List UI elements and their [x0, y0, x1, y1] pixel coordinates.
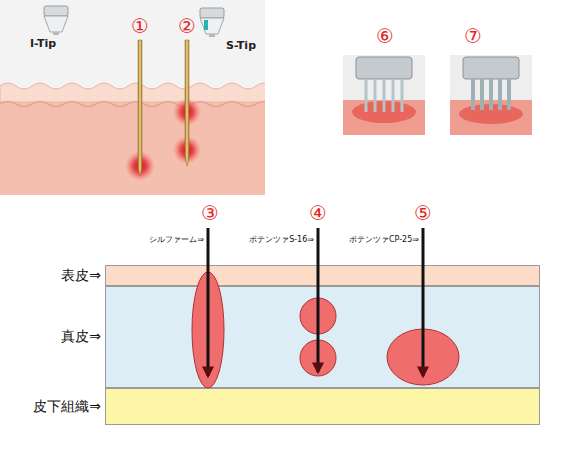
- heat-zone: [192, 272, 224, 388]
- tip-panel: [0, 0, 265, 195]
- tip-photo: [450, 55, 532, 135]
- heat-zone: [300, 340, 336, 376]
- callout-number: ②: [178, 16, 196, 36]
- i-tip-icon: [44, 6, 68, 35]
- micro-needle: [480, 79, 484, 110]
- heat-glow: [173, 98, 201, 126]
- tip-cap: [44, 6, 68, 16]
- photo-glow: [459, 104, 523, 124]
- tip-cap: [200, 8, 224, 18]
- heat-zone: [387, 329, 459, 385]
- needle-arrow: [422, 228, 425, 376]
- tip-body: [44, 16, 68, 32]
- heat-glow: [173, 136, 201, 164]
- photo-background: [450, 55, 532, 135]
- micro-needle: [489, 79, 493, 110]
- layer-name: 皮下組織⇒: [33, 398, 101, 416]
- photo-glow: [352, 101, 416, 123]
- micro-needle: [507, 79, 511, 110]
- tip-end: [209, 34, 215, 37]
- dermis-illustration: [0, 92, 265, 195]
- epidermis-illustration: [0, 83, 265, 102]
- tip-end: [53, 32, 59, 35]
- skin-layer-band: 皮下組織⇒: [105, 388, 540, 425]
- s-tip-icon: [200, 8, 224, 37]
- heat-zone: [300, 298, 336, 334]
- callout-number: ⑤: [414, 203, 432, 223]
- tip-name: I-Tip: [30, 38, 56, 49]
- micro-needle: [392, 79, 395, 112]
- layer-name: 表皮⇒: [61, 267, 101, 285]
- needle: [185, 40, 189, 166]
- micro-needle: [365, 79, 368, 112]
- photo-skin: [343, 100, 425, 135]
- callout-number: ③: [201, 203, 219, 223]
- micro-needle: [383, 79, 386, 112]
- callout-number: ⑥: [376, 26, 394, 46]
- callout-number: ⑦: [464, 26, 482, 46]
- needle: [138, 40, 142, 176]
- micro-needle: [498, 79, 502, 110]
- device-name: シルファーム⇒: [149, 236, 204, 244]
- device-name: ポテンツァS-16⇒: [249, 236, 314, 244]
- device-name: ポテンツァCP-25⇒: [349, 236, 419, 244]
- callout-number: ④: [309, 203, 327, 223]
- skin-layer-band: 表皮⇒: [105, 265, 540, 286]
- depth-marks: [192, 228, 459, 388]
- micro-needle: [374, 79, 377, 112]
- photo-skin: [450, 100, 532, 135]
- tip-accent: [204, 20, 208, 30]
- layer-name: 真皮⇒: [61, 328, 101, 346]
- tip-head: [356, 57, 412, 79]
- tip-head: [463, 57, 519, 79]
- tip-body: [200, 18, 224, 34]
- callout-number: ①: [131, 16, 149, 36]
- skin-layer-band: 真皮⇒: [105, 286, 540, 388]
- panel-background: [0, 0, 265, 195]
- needle-arrow: [207, 228, 210, 376]
- micro-needle: [471, 79, 475, 110]
- needle-arrow: [317, 228, 320, 372]
- tip-photo: [343, 55, 425, 135]
- skin-junction-line: [0, 102, 265, 107]
- photo-background: [343, 55, 425, 135]
- micro-needle: [401, 79, 404, 112]
- heat-glow: [125, 151, 155, 181]
- tip-name: S-Tip: [226, 40, 256, 51]
